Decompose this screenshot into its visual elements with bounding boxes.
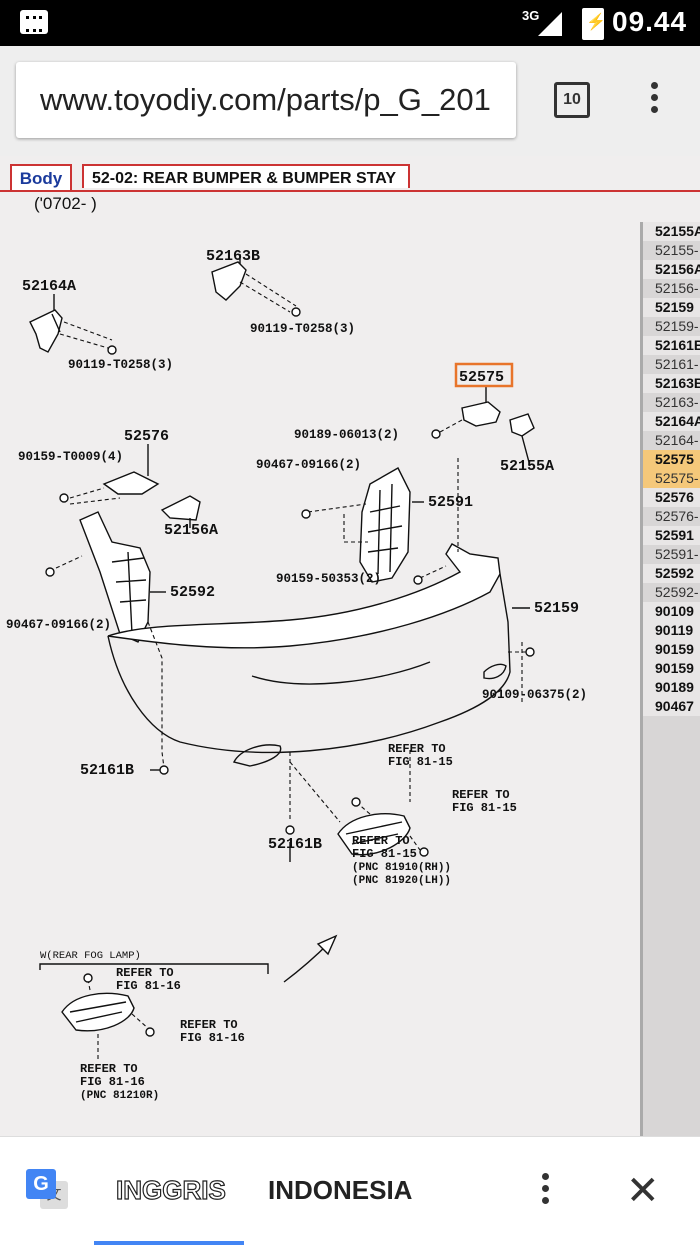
parts-list-item[interactable]: 52156A [643, 260, 700, 279]
part-label-90159-a[interactable]: 90159-T0009(4) [18, 450, 123, 464]
part-label-52592[interactable]: 52592 [170, 584, 215, 601]
selected-language-indicator [94, 1241, 244, 1245]
part-label-52576[interactable]: 52576 [124, 428, 169, 445]
ref-label-3d: (PNC 81920(LH)) [352, 875, 451, 887]
fog-lamp-title: W(REAR FOG LAMP) [40, 950, 141, 962]
clock: 09.44 [612, 6, 688, 37]
part-label-52161B-b[interactable]: 52161B [268, 836, 322, 853]
address-bar[interactable]: www.toyodiy.com/parts/p_G_201 [16, 62, 516, 138]
ref-label-1a: REFER TO [388, 742, 446, 756]
battery-charging-icon [582, 8, 606, 40]
network-type: 3G [522, 8, 540, 23]
date-range: ('0702- ) [34, 194, 97, 213]
target-language-tab[interactable]: INDONESIA [268, 1175, 413, 1205]
ref-label-1b[interactable]: FIG 81-15 [388, 755, 453, 769]
parts-list-item[interactable]: 52576 [643, 488, 700, 507]
parts-list-item[interactable]: 52576- [655, 508, 699, 524]
parts-list-item[interactable]: 52161- [655, 356, 699, 372]
ref-label-6c: (PNC 81210R) [80, 1090, 159, 1102]
parts-list-item[interactable]: 52156- [655, 280, 699, 296]
parts-list-item[interactable]: 52164- [655, 432, 699, 448]
parts-list-item[interactable]: 90467 [643, 697, 700, 716]
parts-list-item[interactable]: 52164A [643, 412, 700, 431]
parts-list-sidebar: 52155A 52155- 52156A 52156- 52159 52159-… [640, 222, 700, 1136]
ref-label-5a: REFER TO [180, 1018, 238, 1032]
blackberry-messenger-icon[interactable] [20, 10, 48, 34]
part-label-52155A[interactable]: 52155A [500, 458, 554, 475]
parts-list-item[interactable]: 52591 [643, 526, 700, 545]
parts-list-item-selected[interactable]: 52575- [643, 469, 700, 488]
parts-list-item[interactable]: 52155A [643, 222, 700, 241]
ref-label-2a: REFER TO [452, 788, 510, 802]
close-icon[interactable]: ✕ [626, 1169, 660, 1213]
parts-list-item[interactable]: 52161B [643, 336, 700, 355]
parts-diagram: 52163B 52164A 90119-T0258(3) 90119-T0258… [6, 248, 587, 1102]
tab-body[interactable]: Body [10, 164, 72, 190]
parts-list-item[interactable]: 52591- [655, 546, 699, 562]
ref-label-3b[interactable]: FIG 81-15 [352, 847, 417, 861]
signal-icon [538, 12, 562, 36]
ref-label-3c: (PNC 81910(RH)) [352, 862, 451, 874]
translate-bar: 文 G INGGRIS INDONESIA ✕ [0, 1136, 700, 1245]
part-label-52159[interactable]: 52159 [534, 600, 579, 617]
ref-label-4a: REFER TO [116, 966, 174, 980]
ref-label-2b[interactable]: FIG 81-15 [452, 801, 517, 815]
part-label-90189[interactable]: 90189-06013(2) [294, 428, 399, 442]
part-label-52575[interactable]: 52575 [459, 369, 504, 386]
parts-list-item[interactable]: 52163B [643, 374, 700, 393]
ref-label-4b[interactable]: FIG 81-16 [116, 979, 181, 993]
parts-list-item[interactable]: 90159 [643, 659, 700, 678]
part-label-52156A[interactable]: 52156A [164, 522, 218, 539]
tab-switcher-button[interactable]: 10 [554, 82, 590, 118]
source-language-tab[interactable]: INGGRIS [115, 1174, 226, 1205]
ref-label-5b[interactable]: FIG 81-16 [180, 1031, 245, 1045]
browser-menu-icon[interactable] [644, 82, 664, 122]
parts-list-item[interactable]: 90189 [643, 678, 700, 697]
part-label-90467-a[interactable]: 90467-09166(2) [256, 458, 361, 472]
parts-list-item-selected[interactable]: 52575 [643, 450, 700, 469]
parts-list-item[interactable]: 52159 [643, 298, 700, 317]
part-label-90109[interactable]: 90109-06375(2) [482, 688, 587, 702]
parts-list-item[interactable]: 52159- [655, 318, 699, 334]
part-label-52163B[interactable]: 52163B [206, 248, 260, 265]
parts-list-item[interactable]: 90119 [643, 621, 700, 640]
google-translate-icon: G [26, 1169, 56, 1199]
parts-list-item[interactable]: 52592 [643, 564, 700, 583]
parts-list-item[interactable]: 52163- [655, 394, 699, 410]
browser-toolbar: www.toyodiy.com/parts/p_G_201 10 [0, 46, 700, 156]
parts-list-item[interactable]: 90159 [643, 640, 700, 659]
ref-label-3a: REFER TO [352, 834, 410, 848]
tab-section-title: 52-02: REAR BUMPER & BUMPER STAY [82, 164, 410, 188]
ref-label-6b[interactable]: FIG 81-16 [80, 1075, 145, 1089]
part-label-52164A[interactable]: 52164A [22, 278, 76, 295]
parts-list-item[interactable]: 90109 [643, 602, 700, 621]
status-bar: 3G 09.44 [0, 0, 700, 46]
url-text: www.toyodiy.com/parts/p_G_201 [40, 82, 491, 117]
tab-underline [0, 190, 700, 192]
page-content: Body 52-02: REAR BUMPER & BUMPER STAY ('… [0, 156, 700, 1136]
part-label-90467-b[interactable]: 90467-09166(2) [6, 618, 111, 632]
ref-label-6a: REFER TO [80, 1062, 138, 1076]
part-label-90119-b[interactable]: 90119-T0258(3) [250, 322, 355, 336]
part-label-52591[interactable]: 52591 [428, 494, 473, 511]
part-label-52161B-a[interactable]: 52161B [80, 762, 134, 779]
parts-list-item[interactable]: 52155- [655, 242, 699, 258]
part-label-90119-a[interactable]: 90119-T0258(3) [68, 358, 173, 372]
parts-list-item[interactable]: 52592- [655, 584, 699, 600]
part-label-90159-b[interactable]: 90159-50353(2) [276, 572, 381, 586]
translate-menu-icon[interactable] [538, 1173, 552, 1211]
